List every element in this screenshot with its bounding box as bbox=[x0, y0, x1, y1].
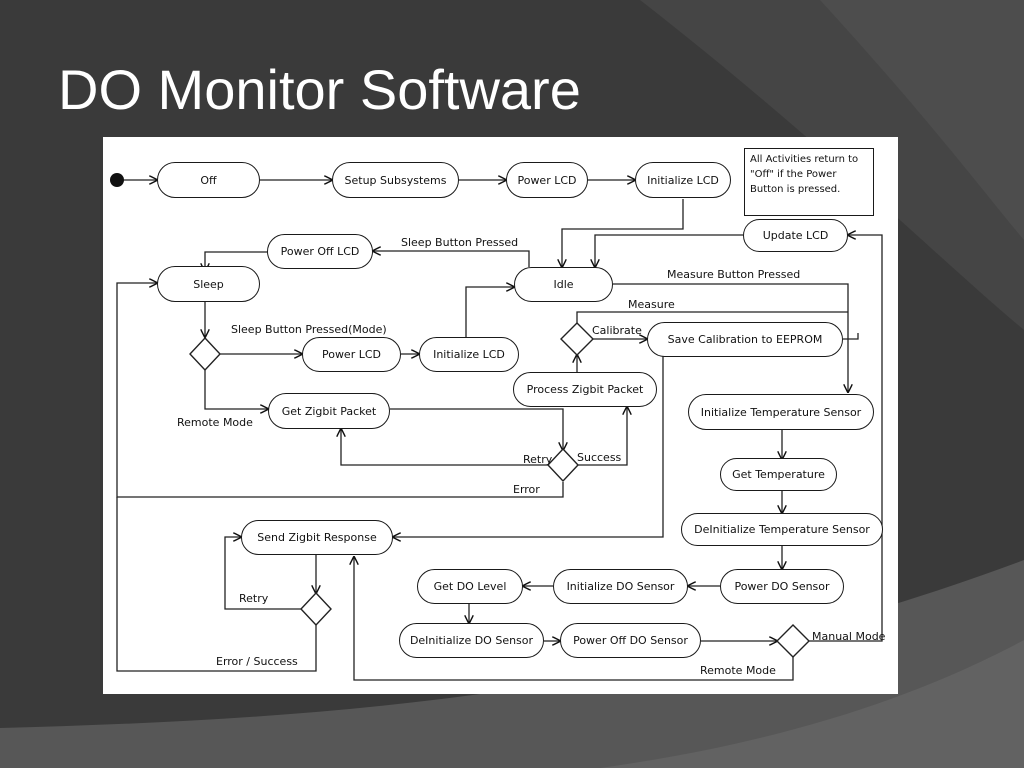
note-line-3: Button is pressed. bbox=[750, 184, 841, 195]
label-manual-mode: Manual Mode bbox=[812, 630, 886, 643]
label-error: Error bbox=[513, 483, 540, 496]
initialize-temperature-sensor-state: Initialize Temperature Sensor bbox=[688, 394, 874, 430]
note-line-1: All Activities return to bbox=[750, 154, 859, 165]
label-measure-button-pressed: Measure Button Pressed bbox=[667, 268, 801, 281]
power-off-do-sensor-state: Power Off DO Sensor bbox=[560, 623, 701, 658]
process-zigbit-packet-state: Process Zigbit Packet bbox=[513, 372, 657, 407]
off-state: Off bbox=[157, 162, 260, 198]
deinitialize-do-sensor-state: DeInitialize DO Sensor bbox=[399, 623, 544, 658]
label-calibrate: Calibrate bbox=[592, 324, 642, 337]
power-do-sensor-state: Power DO Sensor bbox=[720, 569, 844, 604]
power-lcd-state: Power LCD bbox=[506, 162, 588, 198]
zigbit-result-diamond bbox=[547, 447, 579, 483]
get-zigbit-packet-state: Get Zigbit Packet bbox=[268, 393, 390, 429]
label-retry-low: Retry bbox=[239, 592, 269, 605]
update-lcd-state: Update LCD bbox=[743, 219, 848, 252]
label-retry-mid: Retry bbox=[523, 453, 553, 466]
idle-state: Idle bbox=[514, 267, 613, 302]
initial-node bbox=[110, 173, 124, 187]
send-zigbit-response-state: Send Zigbit Response bbox=[241, 520, 393, 555]
initialize-lcd-state: Initialize LCD bbox=[635, 162, 731, 198]
sleep-state: Sleep bbox=[157, 266, 260, 302]
label-sleep-button-pressed: Sleep Button Pressed bbox=[401, 236, 519, 249]
label-error-success: Error / Success bbox=[216, 655, 298, 668]
deinitialize-temperature-sensor-state: DeInitialize Temperature Sensor bbox=[681, 513, 883, 546]
label-measure: Measure bbox=[628, 298, 675, 311]
setup-subsystems-state: Setup Subsystems bbox=[332, 162, 459, 198]
label-remote-mode-bottom: Remote Mode bbox=[700, 664, 776, 677]
mode-select-diamond bbox=[776, 624, 810, 658]
send-result-diamond bbox=[300, 591, 332, 627]
power-off-lcd-state: Power Off LCD bbox=[267, 234, 373, 269]
mode-decision-diamond bbox=[189, 336, 221, 372]
initialize-do-sensor-state: Initialize DO Sensor bbox=[553, 569, 688, 604]
get-temperature-state: Get Temperature bbox=[720, 458, 837, 491]
initialize-lcd-mid-state: Initialize LCD bbox=[419, 337, 519, 372]
label-remote-mode-left: Remote Mode bbox=[177, 416, 253, 429]
measure-calibrate-diamond bbox=[560, 322, 594, 356]
note-line-2: "Off" if the Power bbox=[750, 169, 837, 180]
save-calibration-state: Save Calibration to EEPROM bbox=[647, 322, 843, 357]
slide-title: DO Monitor Software bbox=[58, 58, 581, 121]
diagram-connectors bbox=[110, 173, 883, 681]
label-success: Success bbox=[577, 451, 622, 464]
power-lcd-mid-state: Power LCD bbox=[302, 337, 401, 372]
activity-diagram: Off Setup Subsystems Power LCD Initializ… bbox=[103, 137, 898, 694]
get-do-level-state: Get DO Level bbox=[417, 569, 523, 604]
label-sleep-button-mode: Sleep Button Pressed(Mode) bbox=[231, 323, 387, 336]
power-button-note: All Activities return to "Off" if the Po… bbox=[744, 148, 874, 216]
